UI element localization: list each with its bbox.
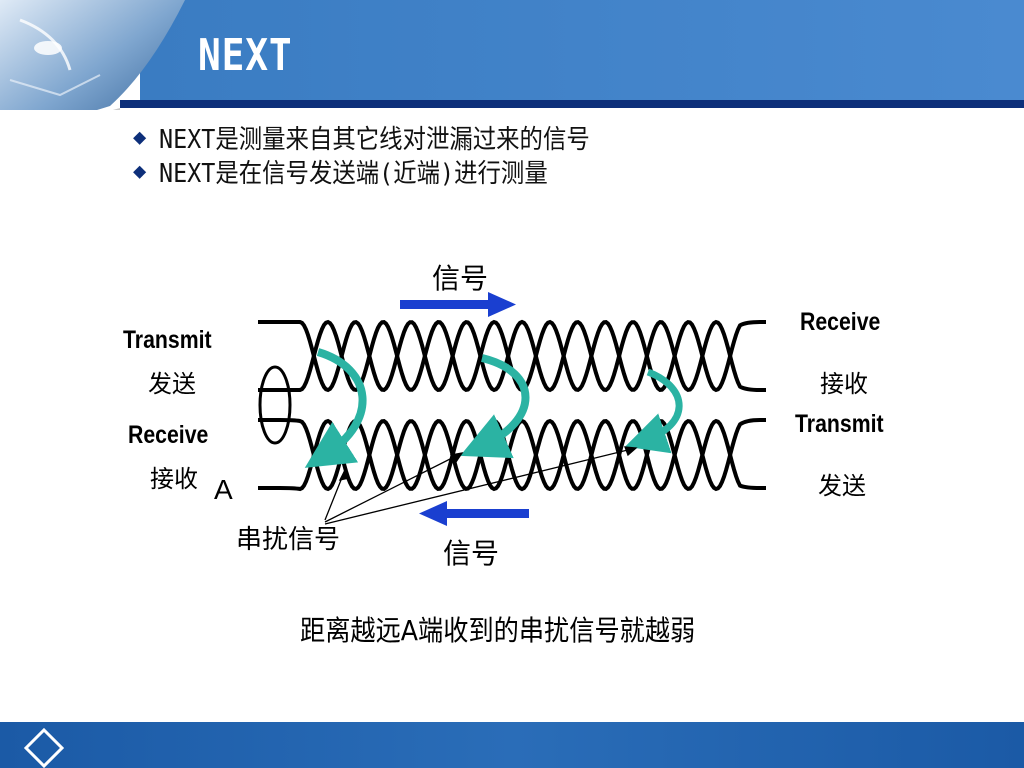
slide-title: NEXT	[198, 30, 293, 81]
right-transmit-label: Transmit	[795, 410, 884, 438]
lower-pair-wire	[258, 418, 766, 492]
left-transmit-label: Transmit	[123, 326, 212, 354]
signal-arrow-left	[419, 501, 529, 526]
bullet-item: ◆ NEXT是测量来自其它线对泄漏过来的信号	[133, 120, 638, 155]
pair-ellipse	[258, 365, 292, 445]
diagram-caption: 距离越远A端收到的串扰信号就越弱	[300, 614, 696, 647]
signal-label-top: 信号	[432, 263, 489, 294]
left-receive-label: Receive	[128, 421, 209, 449]
crosstalk-pointer-lines	[324, 446, 638, 525]
left-transmit-cn-label: 发送	[148, 371, 196, 398]
header-background	[0, 0, 1024, 110]
bullet-text: NEXT是测量来自其它线对泄漏过来的信号	[159, 124, 590, 155]
crosstalk-label: 串扰信号	[236, 524, 341, 554]
upper-pair-wire	[258, 319, 766, 393]
slide-header: NEXT	[0, 0, 1024, 110]
bullet-text: NEXT是在信号发送端(近端)进行测量	[159, 158, 548, 189]
slide-footer	[0, 722, 1024, 768]
crosstalk-arrow-2	[460, 354, 530, 459]
right-receive-cn-label: 接收	[820, 371, 868, 398]
right-receive-label: Receive	[800, 308, 881, 336]
twisted-pair-diagram	[258, 292, 766, 526]
bullet-list: ◆ NEXT是测量来自其它线对泄漏过来的信号 ◆ NEXT是在信号发送端(近端)…	[133, 120, 638, 189]
signal-arrow-right	[400, 292, 516, 317]
twisted-pair-wires	[258, 319, 766, 492]
bullet-item: ◆ NEXT是在信号发送端(近端)进行测量	[133, 154, 638, 189]
left-receive-cn-label: 接收	[150, 466, 198, 493]
right-transmit-cn-label: 发送	[818, 473, 866, 500]
diamond-outline-icon	[24, 728, 64, 768]
point-a-label: A	[214, 474, 233, 505]
diamond-bullet-icon: ◆	[133, 158, 147, 184]
crosstalk-arrow-1	[304, 348, 367, 468]
signal-label-bottom: 信号	[443, 538, 500, 569]
diamond-bullet-icon: ◆	[133, 124, 147, 150]
crosstalk-arrow-3	[625, 368, 683, 454]
